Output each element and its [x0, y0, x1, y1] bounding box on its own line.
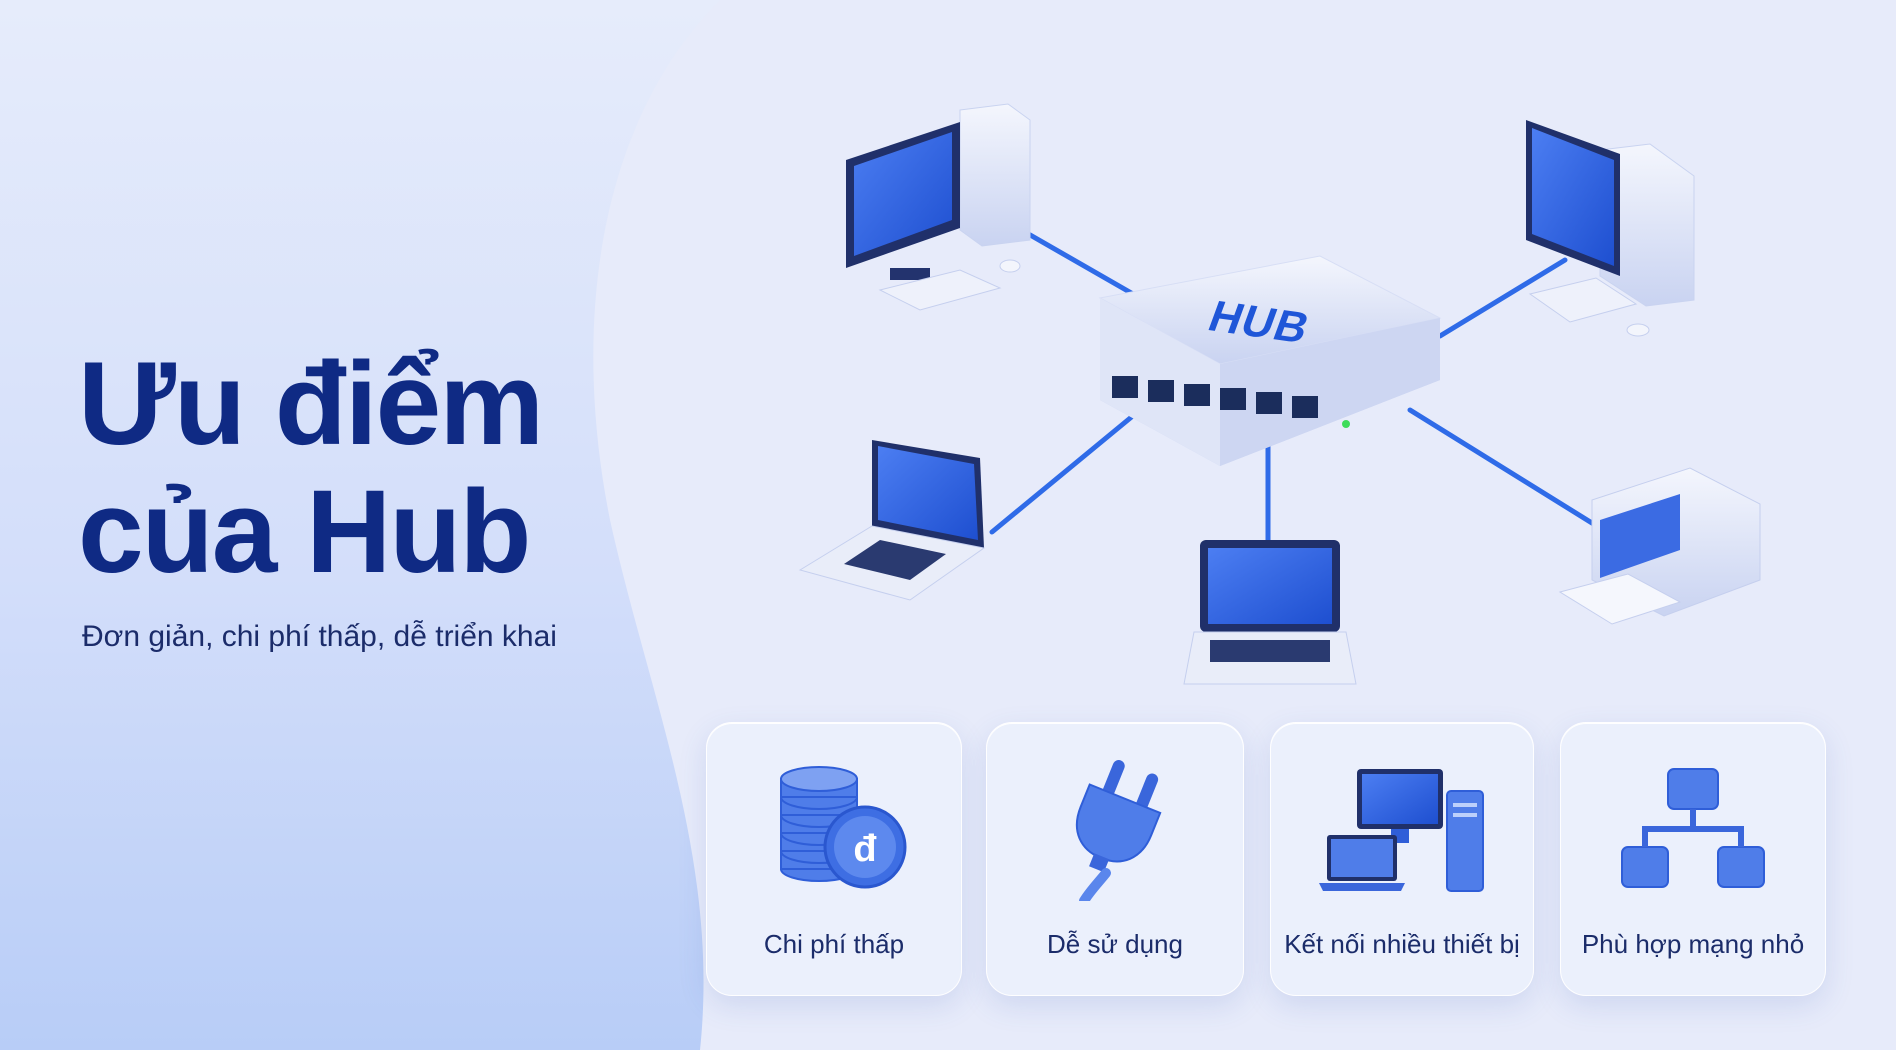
cables: [989, 225, 1603, 543]
hub-ports: [1112, 376, 1318, 418]
laptop-left-icon: [798, 440, 986, 601]
laptop-bottom-icon: [1183, 540, 1357, 685]
page-title: Ưu điểm của Hub: [78, 340, 638, 596]
network-tree-icon: [1621, 768, 1765, 888]
printer-right-icon: [1558, 467, 1761, 625]
feature-label: Kết nối nhiều thiết bị: [1284, 929, 1520, 959]
devices-icon: [1319, 769, 1484, 892]
hub-device: [1098, 255, 1442, 466]
feature-card-small-network: Phù hợp mạng nhỏ: [1560, 722, 1826, 996]
cable-right: [1407, 407, 1603, 531]
page-title-line-2: của Hub: [78, 466, 532, 598]
feature-label: Phù hợp mạng nhỏ: [1581, 929, 1805, 959]
page-title-line-1: Ưu điểm: [78, 338, 544, 470]
cable-left: [989, 407, 1143, 535]
desktop-top-left-icon: [846, 103, 1031, 311]
feature-cards: đ Chi phí thấp Dễ sử dụng: [706, 722, 1826, 996]
cable-top-right: [1437, 257, 1568, 339]
network-diagram: [798, 103, 1761, 685]
plug-icon: [1075, 760, 1162, 901]
feature-card-easy-to-use: Dễ sử dụng: [986, 722, 1244, 996]
dong-glyph: đ: [853, 828, 877, 870]
feature-card-low-cost: đ Chi phí thấp: [706, 722, 962, 996]
feature-label: Chi phí thấp: [763, 929, 905, 959]
coins-icon: đ: [780, 766, 907, 889]
hub-status-led: [1342, 420, 1350, 428]
cable-top-left: [1015, 225, 1143, 301]
desktop-top-right-icon: [1526, 120, 1695, 337]
page-subtitle: Đơn giản, chi phí thấp, dễ triển khai: [82, 620, 557, 653]
feature-label: Dễ sử dụng: [1047, 929, 1183, 959]
feature-card-connect-devices: Kết nối nhiều thiết bị: [1270, 722, 1534, 996]
